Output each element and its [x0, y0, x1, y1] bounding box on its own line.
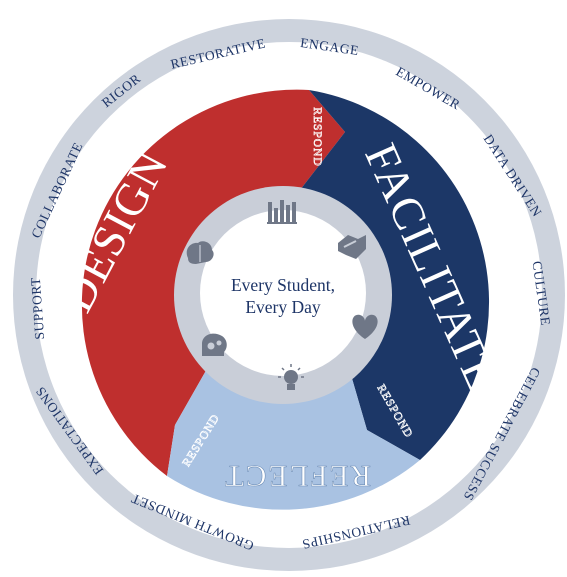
handshake-icon	[338, 235, 366, 259]
gears-head-icon	[202, 333, 227, 356]
respond-label-top: RESPOND	[311, 107, 323, 166]
brain-icon	[186, 241, 214, 264]
facilitate-segment	[300, 90, 490, 460]
reflect-label: REFLECT	[223, 459, 371, 494]
center-line-1: Every Student,	[231, 275, 335, 295]
heart-icon	[352, 314, 378, 339]
lightbulb-icon	[278, 364, 304, 390]
center-disc	[200, 210, 366, 376]
ring-word-support: SUPPORT	[28, 276, 47, 340]
center-line-2: Every Day	[245, 297, 321, 317]
bar-chart-icon	[267, 200, 297, 224]
reflect-segment	[167, 360, 420, 510]
